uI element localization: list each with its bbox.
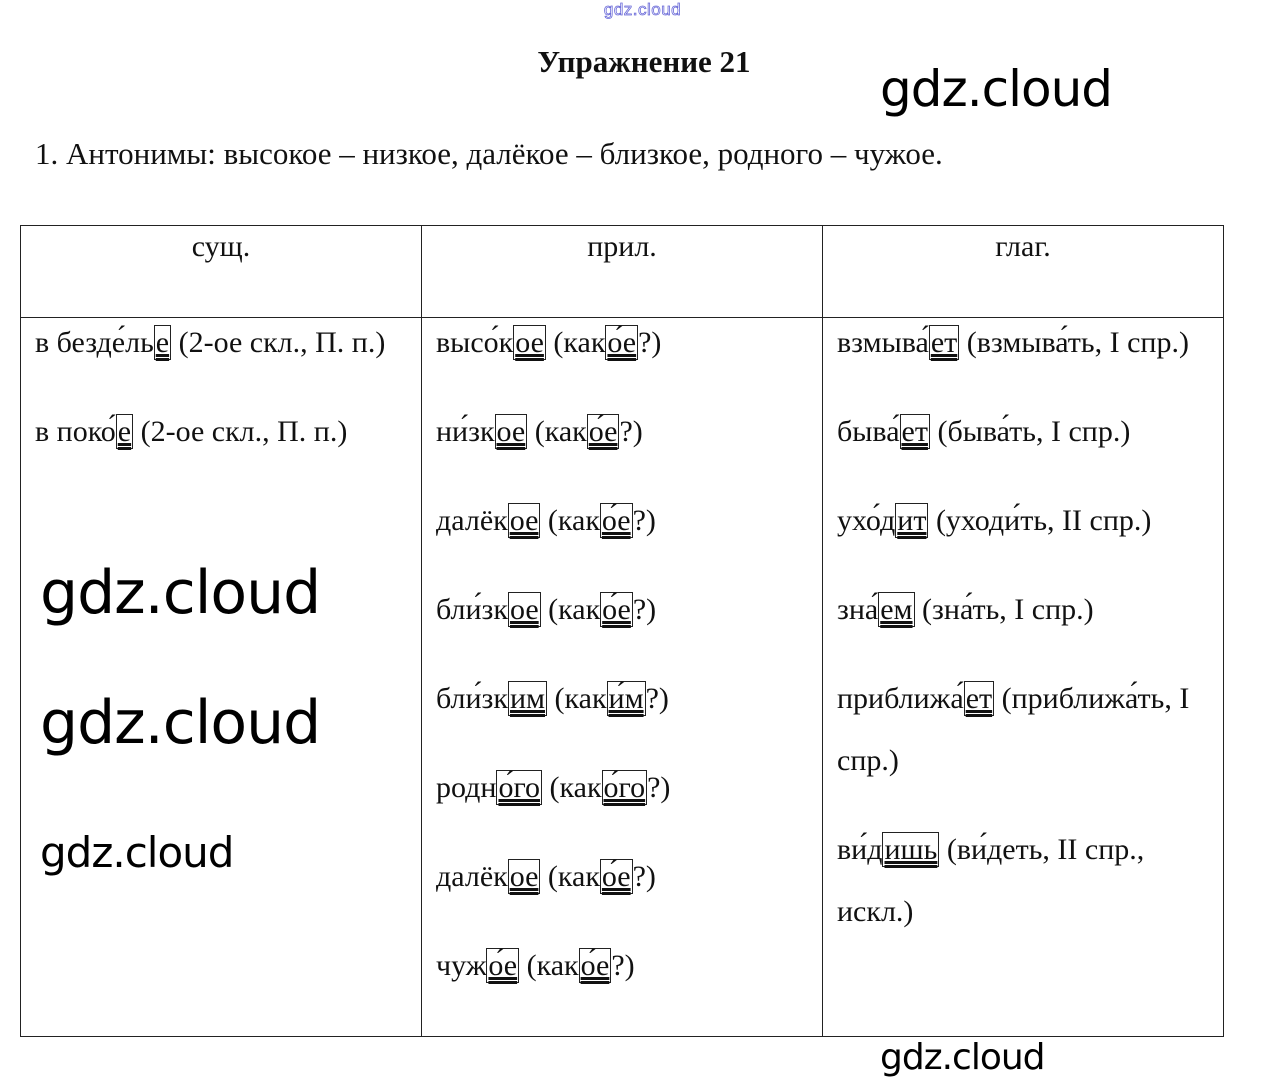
word-text: (уходи́ть, II спр.)	[928, 504, 1152, 537]
boxed-ending: о́е	[600, 592, 633, 627]
word-entry: в поко́е (2-ое скл., П. п.)	[35, 401, 411, 463]
boxed-ending: о́е	[599, 503, 633, 538]
word-text: (ви́деть, II спр., искл.)	[837, 833, 1145, 928]
word-text: чуж	[436, 949, 487, 982]
nouns-cell: в безде́лье (2-ое скл., П. п.)в поко́е (…	[20, 317, 422, 1037]
boxed-ending: ет	[963, 681, 995, 716]
boxed-ending: им	[507, 681, 548, 716]
word-entry: высо́кое (како́е?)	[436, 312, 812, 374]
word-text: (быва́ть, I спр.)	[929, 415, 1131, 448]
header-noun: сущ.	[20, 225, 422, 318]
word-text: ухо́д	[837, 504, 896, 537]
word-entry: чужо́е (како́е?)	[436, 935, 812, 997]
word-text: взмыва́	[837, 326, 929, 359]
boxed-ending: о́е	[486, 948, 520, 983]
table-row: в безде́лье (2-ое скл., П. п.)в поко́е (…	[20, 317, 1224, 1037]
header-adjective: прил.	[421, 225, 823, 318]
boxed-ending: ое	[507, 592, 541, 627]
boxed-ending: ое	[494, 414, 528, 449]
boxed-ending: о́го	[496, 770, 543, 805]
word-text: ?)	[632, 860, 656, 893]
boxed-ending: ое	[513, 325, 546, 360]
word-text: (2-ое скл., П. п.)	[133, 415, 348, 448]
word-text: бы­ва́	[837, 415, 900, 448]
word-entry: далёкое (како́е?)	[436, 490, 812, 552]
word-entry: приближа́ет (приближа́ть, I спр.)	[837, 668, 1213, 792]
boxed-ending: е	[115, 414, 134, 449]
page-title: Упражнение 21	[537, 44, 751, 79]
word-text: приближа́	[837, 682, 964, 715]
boxed-ending: о́е	[599, 859, 633, 894]
word-text: (как	[542, 771, 602, 804]
word-text: (как	[540, 593, 601, 626]
boxed-ending: о́го	[601, 770, 648, 805]
word-entry: ни́зкое (како́е?)	[436, 401, 812, 463]
boxed-ending: ем	[878, 592, 915, 627]
word-entry: бы­ва́ет (быва́ть, I спр.)	[837, 401, 1213, 463]
intro-text: 1. Антонимы: высокое – низкое, далёкое –…	[35, 136, 943, 171]
boxed-ending: е	[153, 325, 172, 360]
header-verb: глаг.	[822, 225, 1224, 318]
watermark: gdz.cloud	[880, 1037, 1046, 1078]
adjectives-cell: высо́кое (како́е?)ни́зкое (како́е?)далёк…	[421, 317, 823, 1037]
word-text: (как	[527, 415, 587, 448]
watermark: gdz.cloud	[40, 688, 321, 758]
word-text: ?)	[632, 593, 657, 626]
word-text: (зна́ть, I спр.)	[914, 593, 1094, 626]
watermark: gdz.cloud	[40, 558, 321, 628]
word-text: (как	[519, 949, 579, 982]
word-text: ?)	[619, 415, 643, 448]
word-entry: зна́ем (зна́ть, I спр.)	[837, 579, 1213, 641]
word-text: ?)	[645, 682, 669, 715]
verbs-cell: взмыва́ет (взмыва́ть, I спр.)бы­ва́ет (б…	[822, 317, 1224, 1037]
boxed-ending: и́м	[606, 681, 646, 716]
word-entry: в безде́лье (2-ое скл., П. п.)	[35, 312, 411, 374]
boxed-ending: ое	[507, 503, 541, 538]
boxed-ending: ишь	[882, 832, 940, 867]
word-text: (как	[545, 326, 606, 359]
boxed-ending: ит	[895, 503, 929, 538]
word-analysis-table: сущ. прил. глаг. в безде́лье (2-ое скл.,…	[20, 225, 1224, 1037]
watermark: gdz.cloud	[880, 60, 1113, 118]
word-text: ви́д	[837, 833, 883, 866]
boxed-ending: о́е	[578, 948, 612, 983]
word-text: (как	[540, 860, 600, 893]
boxed-ending: ое	[507, 859, 541, 894]
word-entry: взмыва́ет (взмыва́ть, I спр.)	[837, 312, 1213, 374]
word-text: (2-ое скл., П. п.)	[171, 326, 386, 359]
word-entry: бли́зким (каки́м?)	[436, 668, 812, 730]
word-text: ни́зк	[436, 415, 495, 448]
word-text: (приближа́ть, I спр.)	[837, 682, 1190, 777]
word-text: ?)	[611, 949, 635, 982]
word-text: в поко́	[35, 415, 116, 448]
word-text: далёк	[436, 504, 508, 537]
boxed-ending: о́е	[586, 414, 620, 449]
word-text: родн	[436, 771, 497, 804]
word-text: (как	[540, 504, 600, 537]
word-text: ?)	[638, 326, 662, 359]
word-text: (взмыва́ть, I спр.)	[959, 326, 1189, 359]
word-text: бли́зк	[436, 682, 508, 715]
word-text: в безде́ль	[35, 326, 154, 359]
boxed-ending: о́е	[605, 325, 639, 360]
table-header-row: сущ. прил. глаг.	[20, 225, 1224, 318]
word-entry: ви́дишь (ви́деть, II спр., искл.)	[837, 819, 1213, 943]
watermark: gdz.cloud	[40, 828, 234, 877]
word-text: бли́зк	[436, 593, 508, 626]
word-text: далёк	[436, 860, 508, 893]
word-entry: далёкое (како́е?)	[436, 846, 812, 908]
word-entry: ухо́дит (уходи́ть, II спр.)	[837, 490, 1213, 552]
boxed-ending: ет	[928, 325, 960, 360]
word-text: (как	[547, 682, 607, 715]
boxed-ending: ет	[899, 414, 930, 449]
word-entry: родно́го (како́го?)	[436, 757, 812, 819]
word-text: ?)	[632, 504, 656, 537]
word-text: зна́	[837, 593, 879, 626]
word-text: ?)	[647, 771, 671, 804]
word-entry: бли́зкое (како́е?)	[436, 579, 812, 641]
word-text: высо́к	[436, 326, 514, 359]
watermark-top: gdz.cloud	[603, 0, 682, 19]
